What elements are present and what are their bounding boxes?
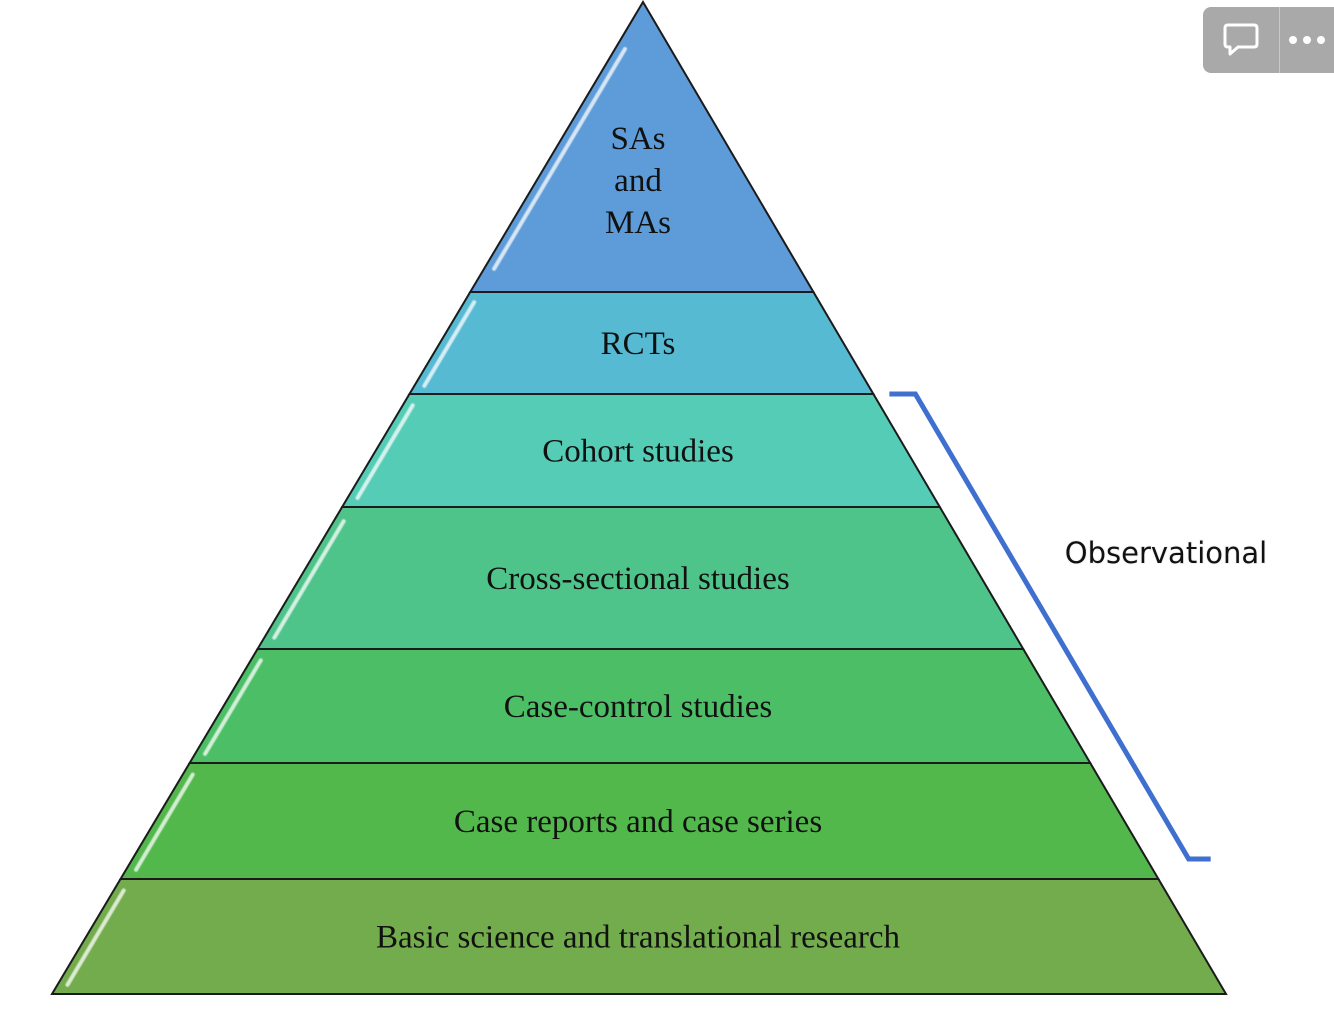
tier-label: and xyxy=(614,163,662,199)
tier-label: MAs xyxy=(605,205,671,241)
observational-label: Observational xyxy=(1065,536,1267,570)
floating-toolbar xyxy=(1203,7,1334,73)
comment-icon xyxy=(1223,23,1259,56)
pyramid-tier-7 xyxy=(50,878,1228,995)
tier-highlight xyxy=(65,888,126,987)
tier-label: Basic science and translational research xyxy=(376,920,901,956)
more-button[interactable] xyxy=(1279,7,1334,73)
tier-highlight xyxy=(355,403,415,500)
tier-highlight xyxy=(422,300,477,388)
observational-bracket xyxy=(889,391,1211,862)
tier-highlight xyxy=(134,772,195,872)
tier-label: SAs xyxy=(610,121,665,157)
more-icon xyxy=(1289,36,1325,44)
tier-label: Cross-sectional studies xyxy=(486,561,789,597)
tier-highlight xyxy=(203,658,263,756)
comment-button[interactable] xyxy=(1203,7,1279,73)
tier-highlight xyxy=(492,47,627,271)
tier-label: RCTs xyxy=(601,326,676,362)
observational-bracket-group: Observational xyxy=(889,391,1268,862)
tier-label: Case-control studies xyxy=(504,689,773,725)
tier-highlight xyxy=(272,519,346,640)
tier-label: Cohort studies xyxy=(542,434,734,470)
tier-label: Case reports and case series xyxy=(454,804,822,840)
